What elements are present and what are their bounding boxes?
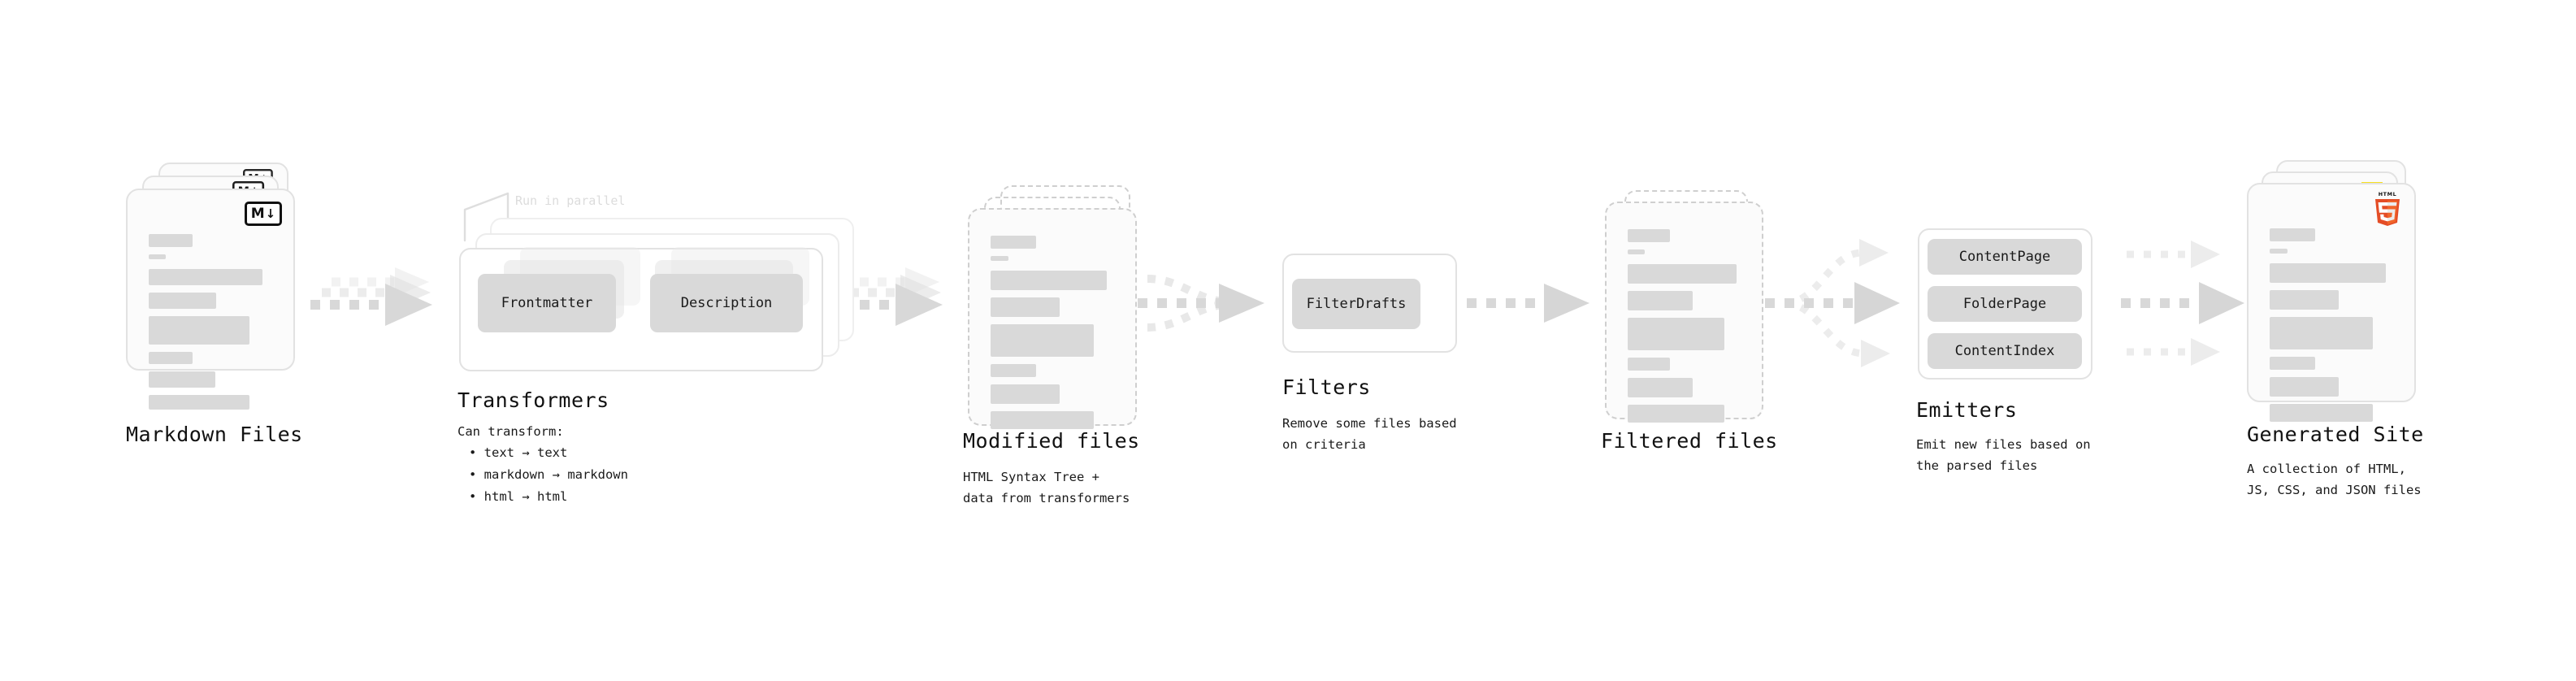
content-bar <box>1628 249 1645 254</box>
transformer-chip-description[interactable]: Description <box>650 274 803 332</box>
content-bar <box>2270 357 2315 370</box>
filtered-file-content <box>1628 229 1741 430</box>
content-bar <box>2270 228 2315 241</box>
arrow-filtered-to-emitters <box>1765 239 1900 367</box>
content-bar <box>1628 318 1724 350</box>
content-bar <box>2270 290 2339 310</box>
modified-files-caption: Modified files <box>963 429 1140 453</box>
markdown-file-front: M↓ <box>126 189 295 410</box>
content-bar <box>1628 291 1693 310</box>
content-bar <box>1628 264 1737 284</box>
content-bar <box>991 236 1036 249</box>
content-bar <box>991 324 1094 357</box>
content-bar <box>1628 358 1670 371</box>
generated-site-caption: Generated Site <box>2247 423 2424 446</box>
content-bar <box>1628 229 1670 242</box>
svg-text:HTML: HTML <box>2379 191 2397 197</box>
modified-files-subtitle-1: data from transformers <box>963 491 1130 505</box>
modified-file-content <box>991 236 1114 436</box>
content-bar <box>2270 404 2373 422</box>
markdown-logo: M↓ <box>245 202 282 226</box>
content-bar <box>991 384 1060 404</box>
transformers-bullet-2: • html → html <box>469 489 568 504</box>
arrow-markdown-to-transformers <box>310 267 432 326</box>
emitter-chip-contentindex[interactable]: ContentIndex <box>1928 333 2082 369</box>
arrow-filters-to-filtered <box>1467 284 1589 323</box>
arrow-modified-to-filters <box>1138 275 1264 332</box>
markdown-files-caption: Markdown Files <box>126 423 303 446</box>
generated-file-content <box>2270 228 2393 429</box>
emitters-subtitle-1: the parsed files <box>1916 458 2038 473</box>
transformers-subtitle: Can transform: <box>458 424 564 439</box>
generated-site-subtitle-1: JS, CSS, and JSON files <box>2247 483 2422 497</box>
html5-logo-svg: HTML <box>2375 191 2400 226</box>
transformers-bullet-1: • markdown → markdown <box>469 467 628 482</box>
content-bar <box>991 297 1060 317</box>
content-bar <box>149 293 216 309</box>
html5-logo-icon: HTML <box>2372 189 2403 227</box>
modified-file-front <box>968 208 1137 429</box>
content-bar <box>149 352 193 364</box>
modified-files-subtitle-0: HTML Syntax Tree + <box>963 470 1099 484</box>
emitters-caption: Emitters <box>1916 398 2018 422</box>
filters-subtitle-0: Remove some files based <box>1282 416 1457 431</box>
content-bar <box>2270 377 2339 397</box>
emitter-chip-contentpage[interactable]: ContentPage <box>1928 239 2082 275</box>
content-bar <box>991 256 1008 261</box>
content-bar <box>991 411 1094 429</box>
run-in-parallel-label: Run in parallel <box>515 193 626 208</box>
content-bar <box>1628 405 1724 423</box>
filter-chip-filterdrafts[interactable]: FilterDrafts <box>1292 279 1420 329</box>
arrow-emitters-to-site <box>2121 241 2244 366</box>
generated-site-subtitle-0: A collection of HTML, <box>2247 462 2406 476</box>
emitter-chip-folderpage[interactable]: FolderPage <box>1928 286 2082 322</box>
content-bar <box>991 271 1107 290</box>
filtered-files-caption: Filtered files <box>1601 429 1778 453</box>
filters-caption: Filters <box>1282 375 1371 399</box>
filters-subtitle-1: on criteria <box>1282 437 1366 452</box>
content-bar <box>2270 263 2386 283</box>
content-bar <box>1628 378 1693 397</box>
emitters-subtitle-0: Emit new files based on <box>1916 437 2091 452</box>
content-bar <box>149 395 249 410</box>
content-bar <box>2270 249 2288 254</box>
markdown-logo-arrow: ↓ <box>265 206 276 221</box>
content-bar <box>149 269 262 285</box>
markdown-logo-letter: M <box>250 205 265 222</box>
content-bar <box>149 234 193 247</box>
transformers-caption: Transformers <box>458 388 609 412</box>
generated-file-html: HTML <box>2247 183 2416 422</box>
content-bar <box>149 254 166 259</box>
content-bar <box>149 371 215 388</box>
transformer-chip-frontmatter[interactable]: Frontmatter <box>478 274 616 332</box>
markdown-file-content <box>149 234 272 417</box>
content-bar <box>149 316 249 345</box>
filtered-file-front <box>1605 202 1763 423</box>
content-bar <box>991 364 1036 377</box>
content-bar <box>2270 317 2373 349</box>
transformers-bullet-0: • text → text <box>469 445 568 460</box>
